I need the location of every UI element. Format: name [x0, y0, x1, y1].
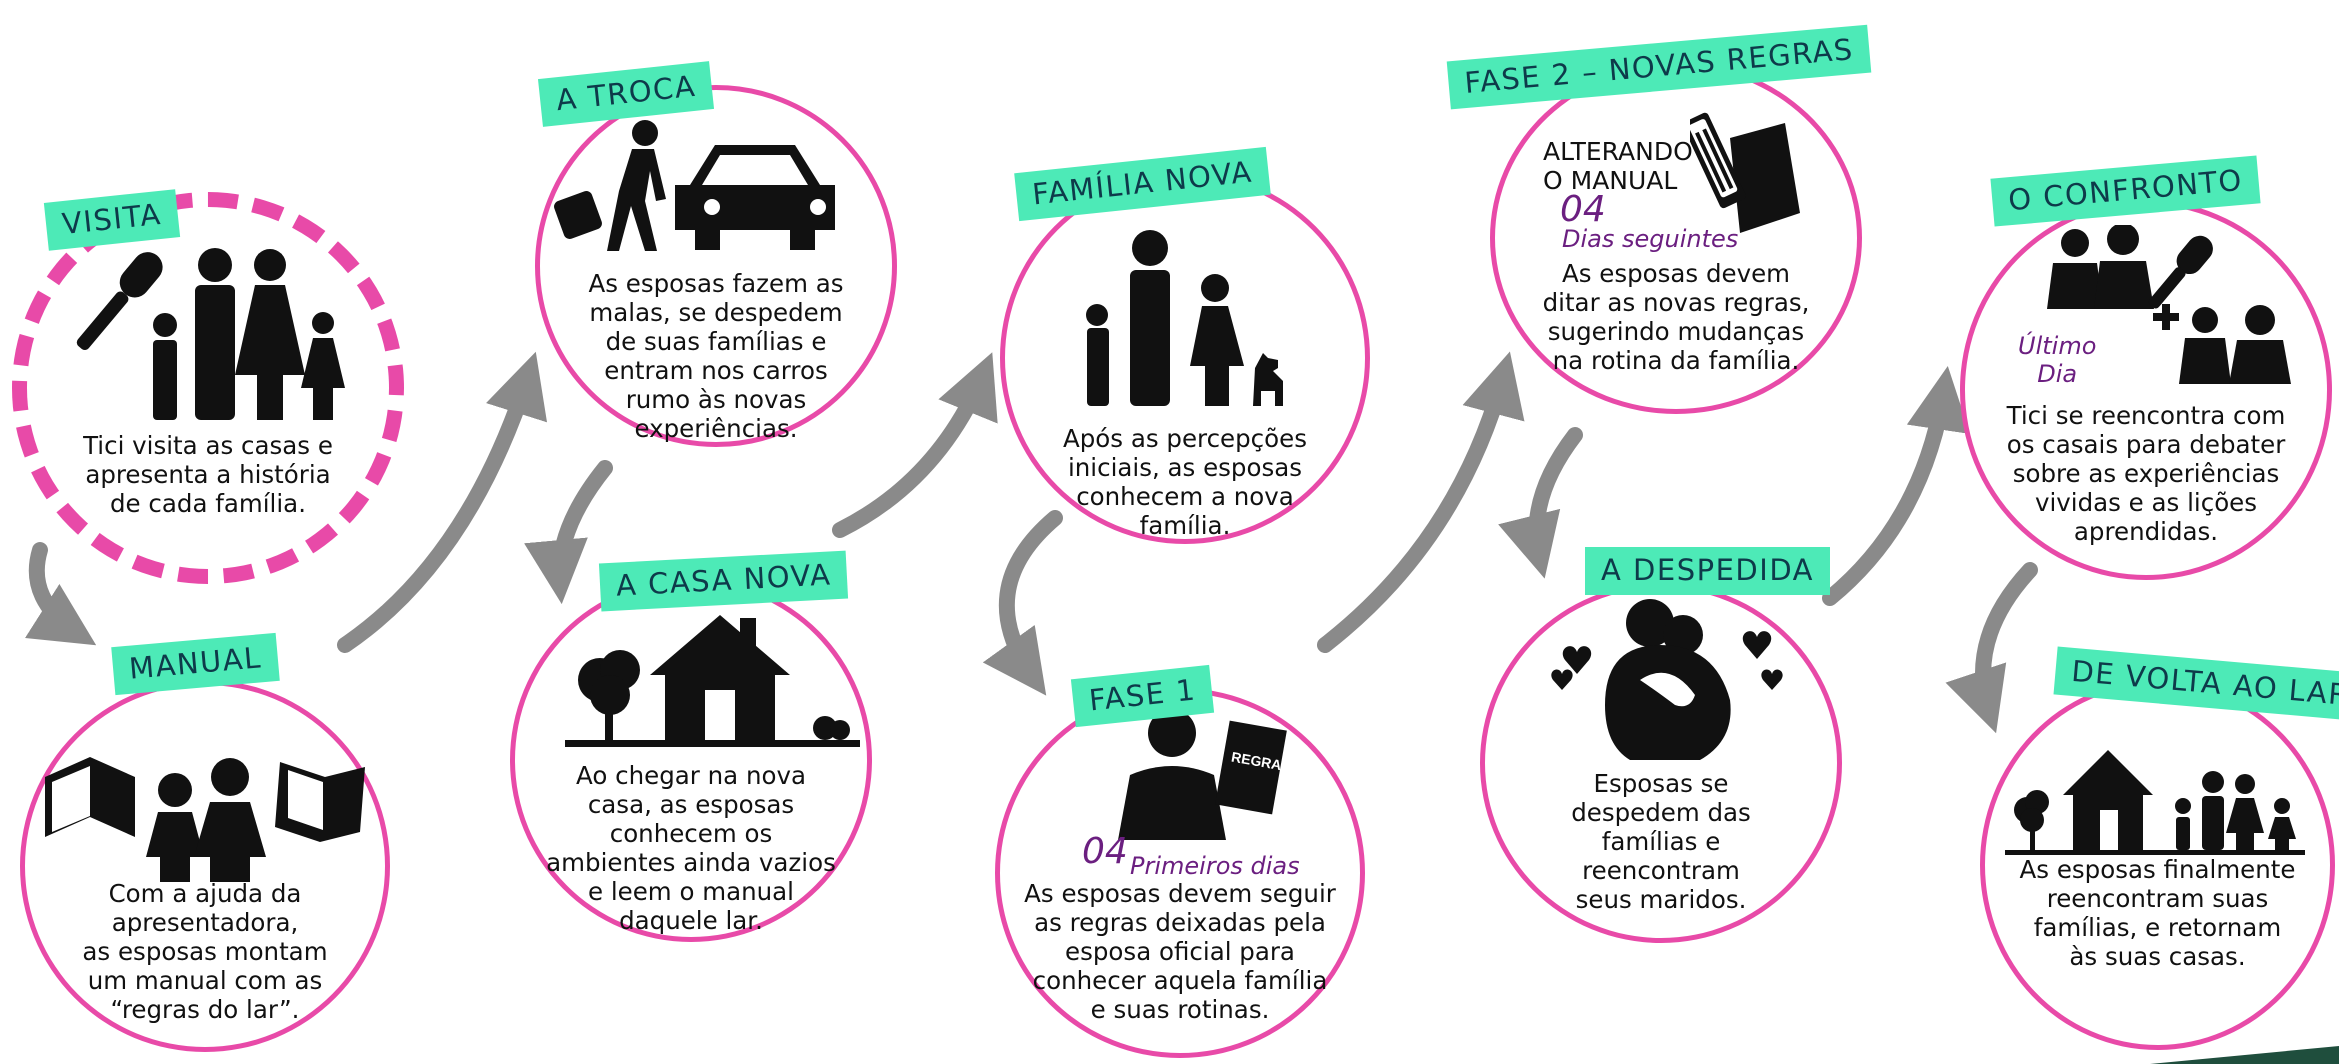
fase1-days-label: Primeiros dias — [1130, 852, 1300, 880]
confronto-day-label: Último Dia — [2018, 332, 2097, 388]
step-familia-nova-circle — [1000, 172, 1370, 544]
step-familia-nova-description: Após as percepções iniciais, as esposas … — [1063, 424, 1307, 540]
step-troca-description: As esposas fazem as malas, se despedem d… — [588, 269, 844, 443]
step-casa-nova-description: Ao chegar na nova casa, as esposas conhe… — [546, 761, 836, 935]
step-casa-nova-circle — [510, 578, 872, 942]
step-manual-description: Com a ajuda da apresentadora, as esposas… — [82, 879, 328, 1024]
person-rules-book-icon: REGRAS — [1110, 705, 1290, 840]
house-tree-icon — [565, 610, 860, 750]
step-despedida-tag: A DESPEDIDA — [1585, 547, 1830, 595]
fase2-days-label: Dias seguintes — [1562, 225, 1739, 253]
fase1-days-number: 04 — [1082, 831, 1128, 872]
fase2-caption: ALTERANDO O MANUAL — [1543, 137, 1693, 195]
step-volta-description: As esposas finalmente reencontram suas f… — [2019, 855, 2296, 971]
house-family-icon — [2005, 740, 2305, 855]
step-despedida-description: Esposas se despedem das famílias e reenc… — [1571, 769, 1751, 914]
arrow-fase1-fase2 — [1317, 351, 1525, 653]
pencil-envelope-icon — [1690, 108, 1800, 238]
arrow-troca-casa — [524, 460, 613, 605]
step-volta-circle — [1980, 680, 2335, 1050]
step-fase2-description: As esposas devem ditar as novas regras, … — [1542, 259, 1810, 375]
corner-decoration — [2150, 1046, 2339, 1064]
arrow-casa-familia — [832, 352, 998, 538]
couples-mic-icon — [2045, 225, 2300, 385]
arrow-confronto-volta — [1945, 562, 2038, 734]
arrow-fase2-despedida — [1498, 427, 1583, 579]
hug-hearts-icon — [1545, 595, 1785, 765]
step-fase1-description: As esposas devem seguir as regras deixad… — [1024, 879, 1336, 1024]
step-visita-description: Tici visita as casas e apresenta a histó… — [83, 431, 333, 518]
microphone-family-icon — [65, 230, 365, 420]
traveler-car-icon — [550, 115, 840, 255]
step-confronto-description: Tici se reencontra com os casais para de… — [2006, 401, 2286, 546]
fase2-days-number: 04 — [1560, 189, 1606, 230]
books-women-icon — [40, 752, 370, 882]
arrow-despedida-confronto — [1822, 366, 1971, 606]
arrow-familia-fase1 — [982, 510, 1063, 696]
arrow-manual-troca — [337, 351, 548, 653]
family-dog-icon — [1075, 228, 1300, 408]
arrow-visita-manual — [25, 542, 97, 646]
